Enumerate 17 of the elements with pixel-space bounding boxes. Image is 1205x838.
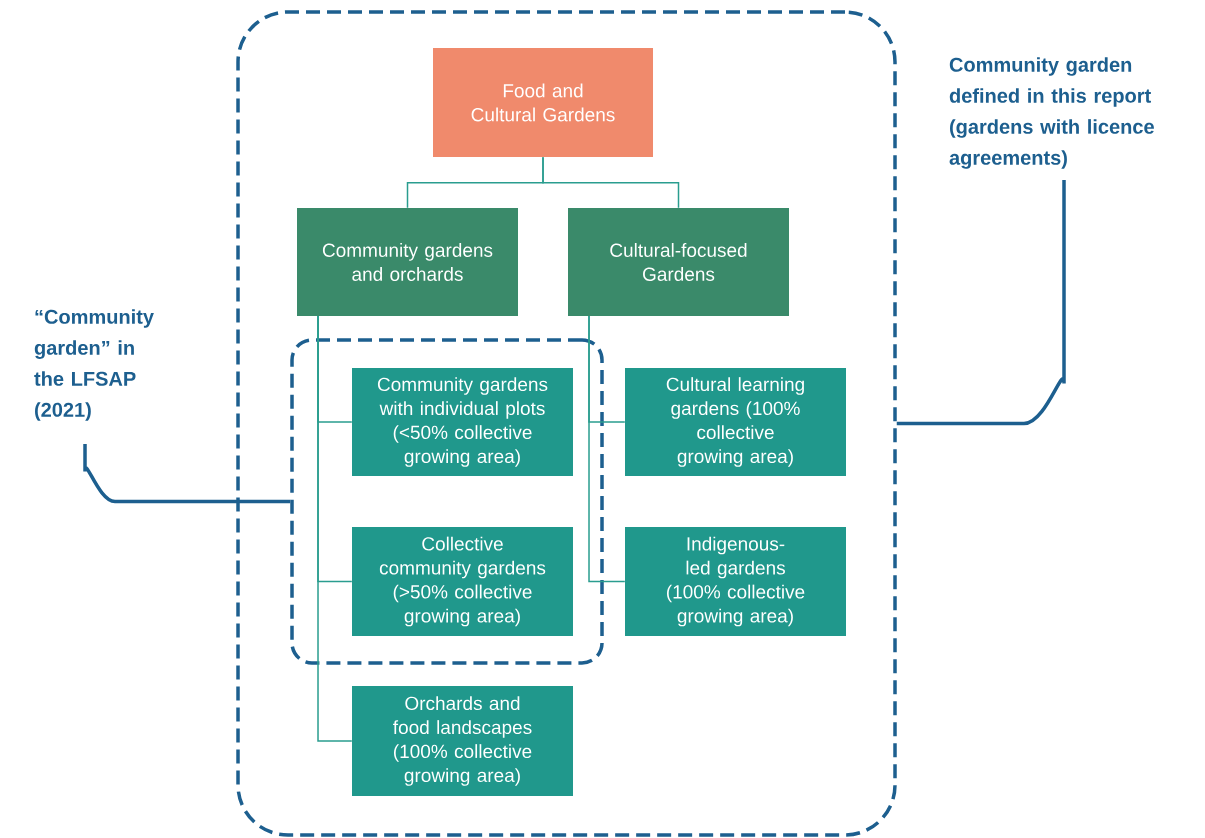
garden-type-box: Cultural learning gardens (100% collective growing area) [625, 368, 846, 476]
connector-line [588, 315, 626, 583]
callout-text: “Community garden” in the LFSAP (2021) [34, 309, 154, 421]
connector-line [317, 315, 353, 742]
category-box: Community gardens and orchards [297, 208, 518, 316]
connector-line [542, 156, 680, 209]
category-box: Cultural-focused Gardens [568, 208, 789, 316]
leader-line [896, 180, 1066, 426]
callout-text: Community garden defined in this report (gardens with licence agreements) [949, 57, 1154, 169]
garden-type-box: Community gardens with individual plots (<50% collective growing area) [352, 368, 573, 476]
dashed-frame [290, 338, 604, 665]
leader-line [83, 444, 291, 504]
garden-type-box: Collective community gardens (>50% collective growing area) [352, 527, 573, 636]
category-box: Food and Cultural Gardens [433, 48, 653, 157]
dashed-frame [236, 10, 897, 837]
garden-type-box: Indigenous-led gardens (100% collective growing area) [625, 527, 846, 636]
garden-type-box: Orchards and food landscapes (100% collective growing area) [352, 686, 573, 796]
